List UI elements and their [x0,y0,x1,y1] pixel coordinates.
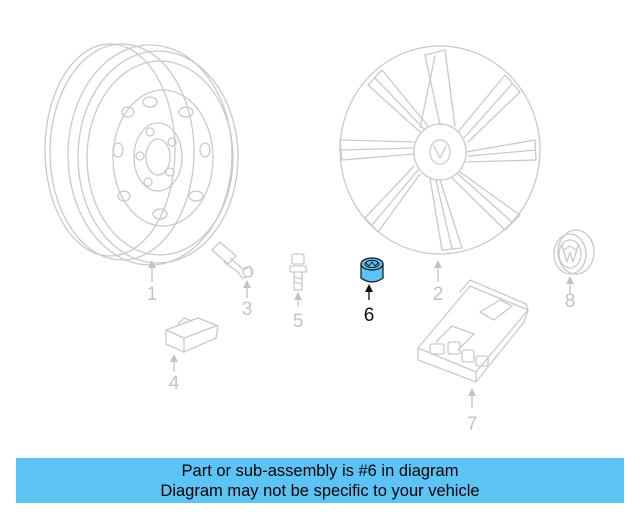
tpms-sensor-icon[interactable] [165,317,219,353]
callout-4[interactable]: 4 [169,373,180,394]
banner-line-1: Part or sub-assembly is #6 in diagram [181,462,459,480]
locking-bolt-adapter-icon[interactable] [360,257,384,283]
alloy-wheel-icon[interactable] [339,45,541,255]
banner-line-2: Diagram may not be specific to your vehi… [160,482,480,500]
callout-5[interactable]: 5 [293,311,304,332]
callout-2[interactable]: 2 [433,284,444,305]
steel-wheel-icon[interactable] [44,43,239,266]
lock-set-case-icon[interactable] [417,279,529,383]
callout-1[interactable]: 1 [147,284,158,305]
wheel-bolt-icon[interactable] [289,253,307,291]
info-banner: Part or sub-assembly is #6 in diagram Di… [16,458,624,503]
parts-diagram: 1 2 3 4 [44,43,595,435]
callout-3[interactable]: 3 [242,299,253,320]
valve-stem-icon[interactable] [211,241,254,279]
callout-8[interactable]: 8 [565,291,576,312]
callout-7[interactable]: 7 [467,414,478,435]
center-cap-icon[interactable] [553,229,595,275]
callout-6[interactable]: 6 [364,305,375,326]
